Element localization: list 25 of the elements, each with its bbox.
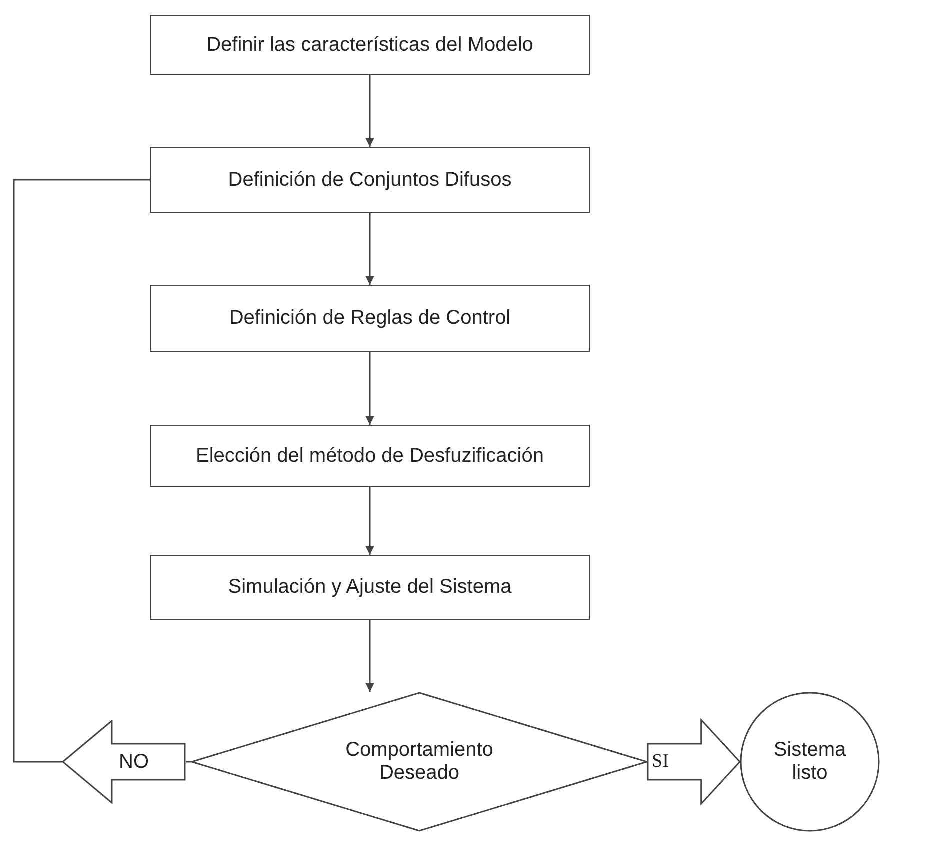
process-box — [150, 425, 590, 487]
node-text: NO — [119, 750, 149, 774]
terminal-circle — [740, 692, 880, 832]
block-arrow — [647, 718, 742, 806]
arrow — [366, 620, 374, 692]
process-box — [150, 147, 590, 213]
decision-diamond — [191, 692, 648, 832]
node-text: Elección del método de Desfuzificación — [196, 444, 544, 468]
connector-line — [13, 179, 150, 763]
connector-line — [186, 761, 191, 763]
node-text: Sistema listo — [772, 739, 848, 785]
node-text: Comportamiento Deseado — [344, 739, 494, 785]
block-arrow — [62, 720, 186, 804]
node-text: Definición de Reglas de Control — [229, 307, 511, 330]
node-text: Simulación y Ajuste del Sistema — [228, 576, 512, 599]
arrow — [366, 352, 374, 425]
arrow — [366, 75, 374, 147]
node-text: Definir las características del Modelo — [206, 34, 534, 56]
process-box — [150, 15, 590, 75]
process-box — [150, 285, 590, 352]
arrow — [366, 487, 374, 555]
process-box — [150, 555, 590, 620]
arrow — [366, 213, 374, 285]
edge-label: SI — [652, 750, 669, 774]
node-text: Definición de Conjuntos Difusos — [228, 168, 512, 192]
